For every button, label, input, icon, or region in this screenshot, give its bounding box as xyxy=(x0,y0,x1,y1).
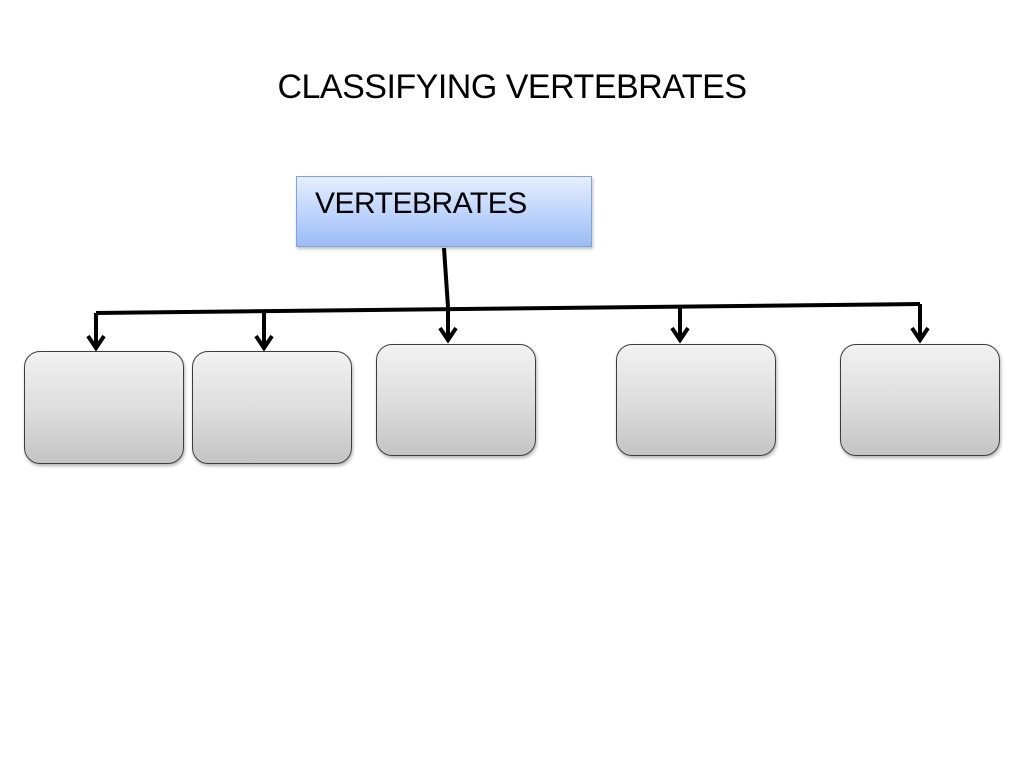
arrow-to-box-3 xyxy=(438,307,458,344)
vertebrates-root-box: VERTEBRATES xyxy=(296,176,592,247)
root-box-label: VERTEBRATES xyxy=(315,187,527,220)
category-box-4 xyxy=(616,344,776,456)
category-box-3 xyxy=(376,344,536,456)
category-box-1 xyxy=(24,351,184,464)
category-box-5 xyxy=(840,344,1000,456)
arrow-to-box-5 xyxy=(910,304,930,344)
arrow-to-box-2 xyxy=(254,312,274,352)
root-stem-line xyxy=(442,247,450,308)
arrow-to-box-4 xyxy=(670,306,690,344)
page-title: CLASSIFYING VERTEBRATES xyxy=(277,68,747,106)
category-box-2 xyxy=(192,351,352,464)
arrow-to-box-1 xyxy=(86,313,106,352)
branch-bar-line xyxy=(95,302,921,315)
